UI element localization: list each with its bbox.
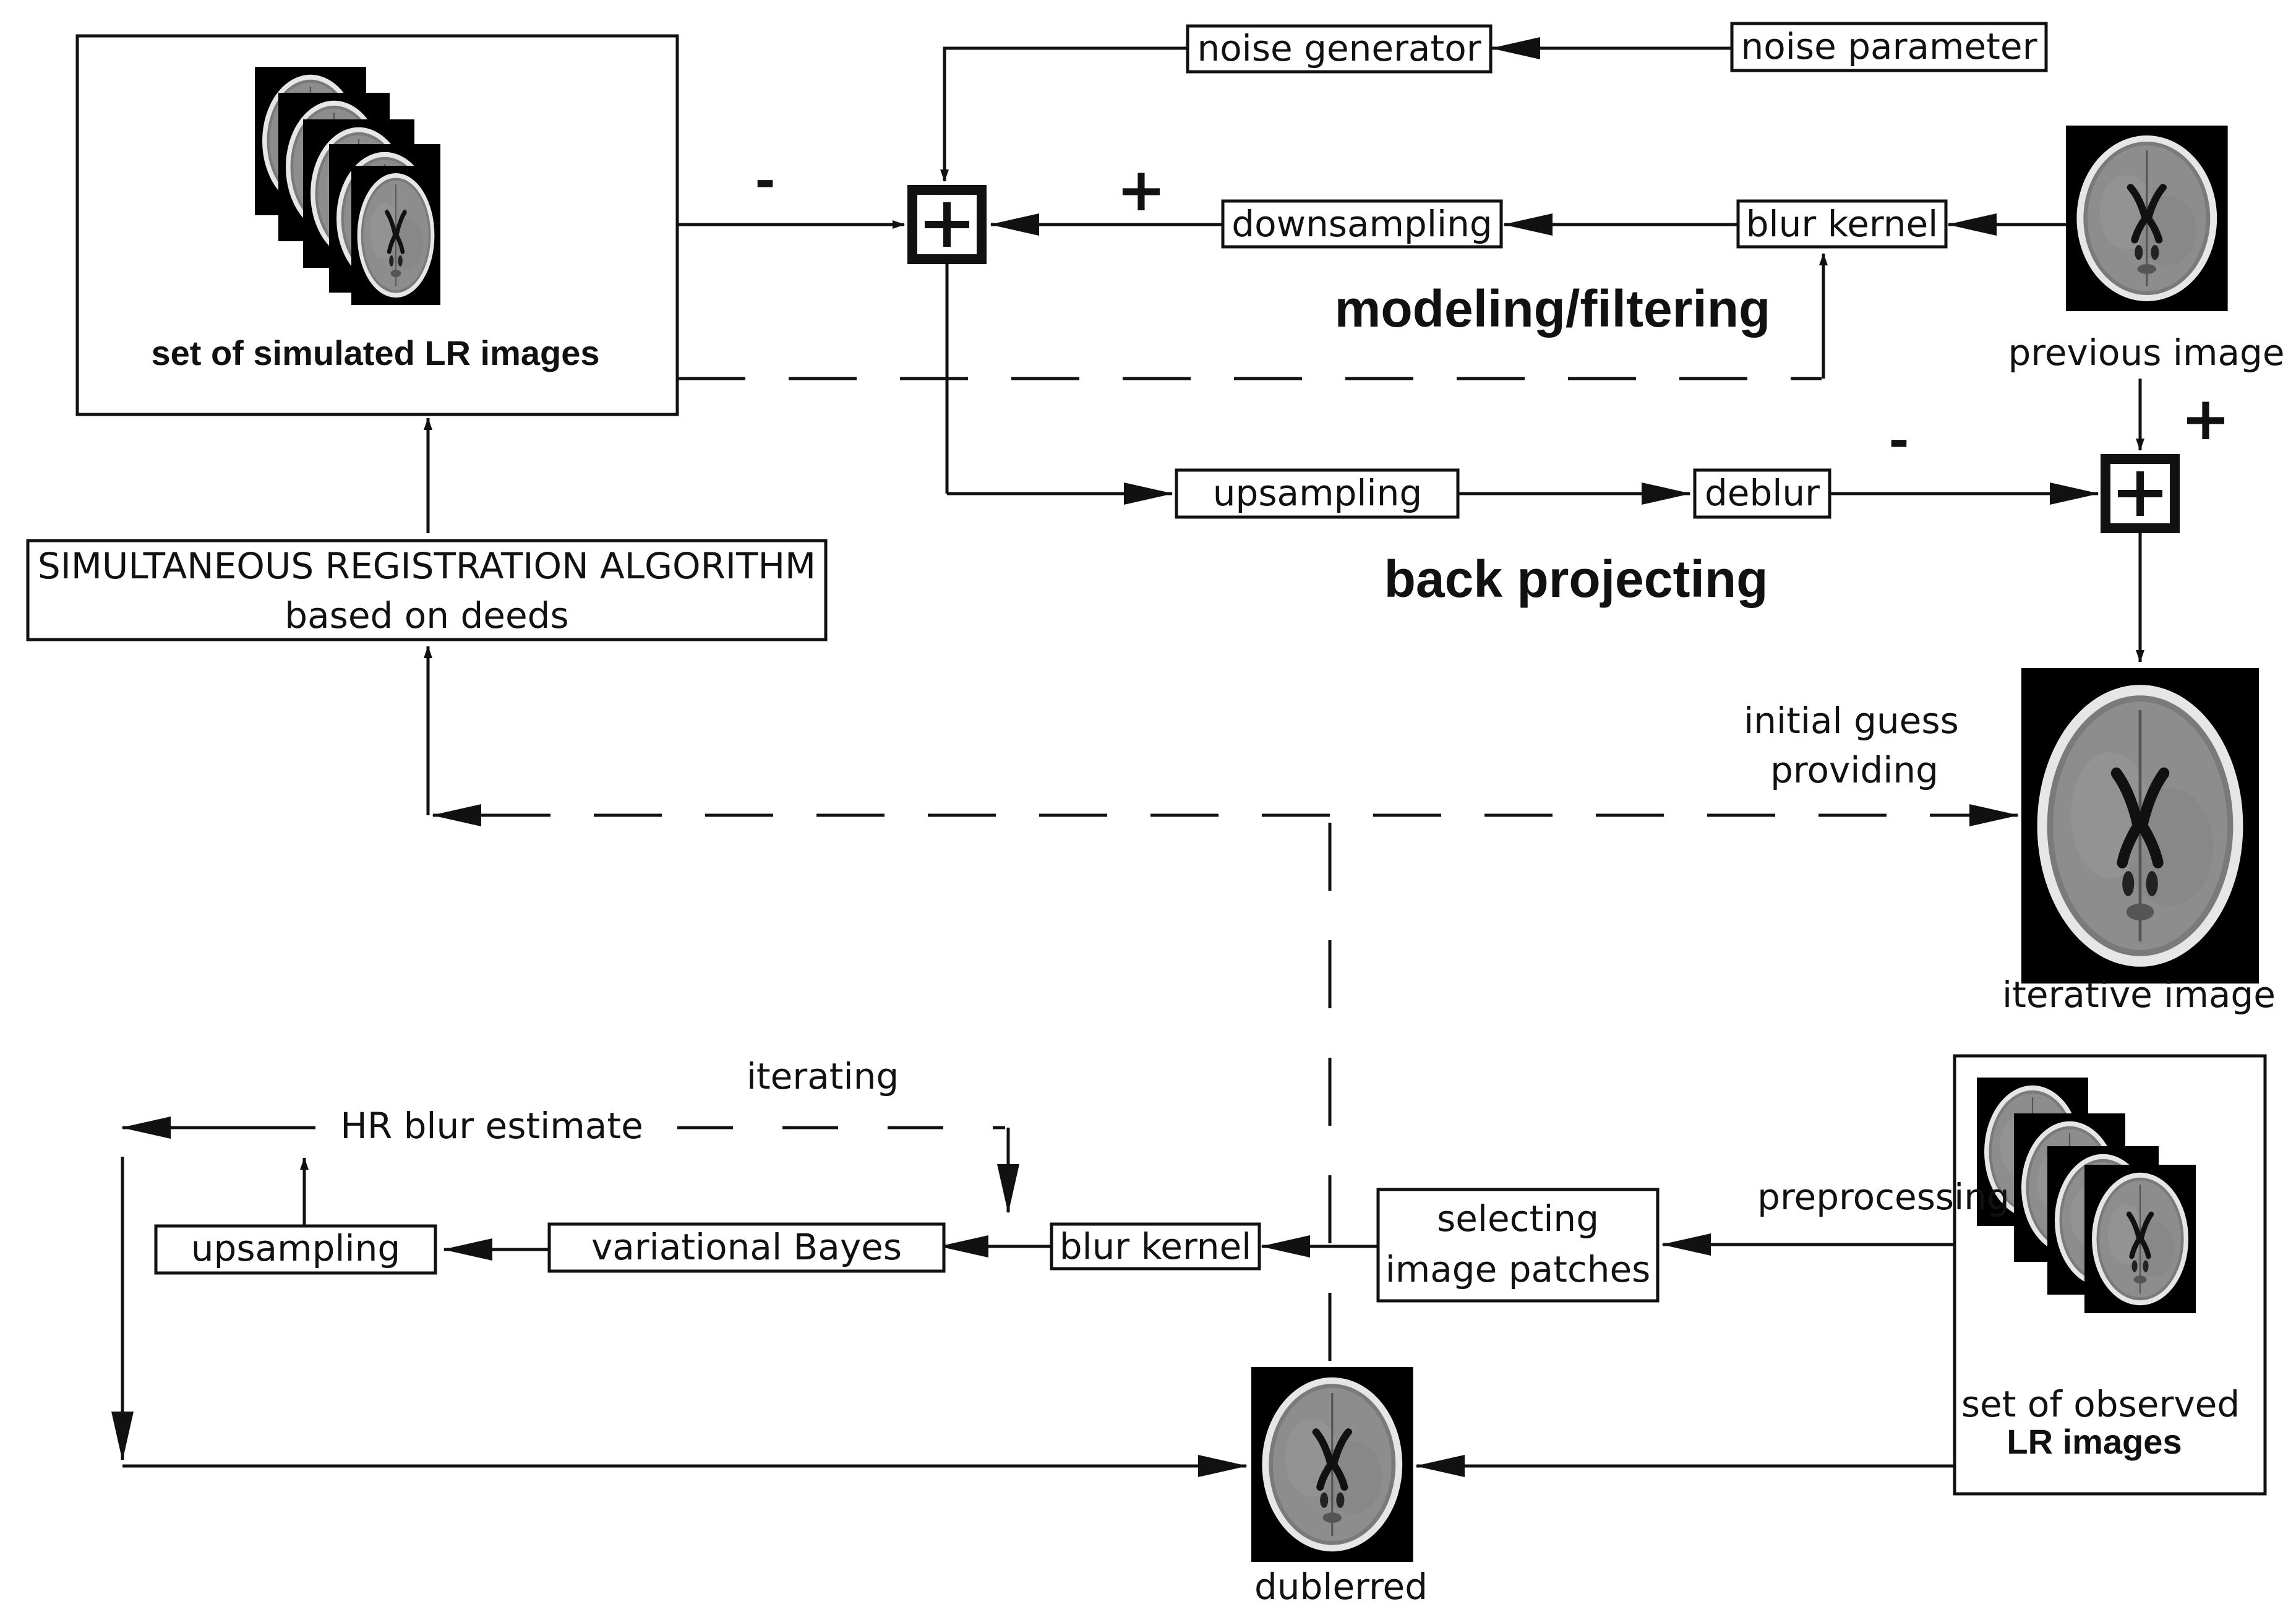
selecting-patches-line1: selecting [1437,1198,1599,1240]
plus-sign-top: + [1116,155,1166,225]
dublerred-label: dublerred [1254,1566,1428,1608]
simulated-lr-caption: set of simulated LR images [151,333,599,372]
dublerred-image [1251,1367,1413,1562]
upsampling-bottom-box [154,1224,437,1275]
minus-sign-right: - [1888,412,1909,469]
deblur-label: deblur [1705,472,1820,514]
previous-image-label: previous image [2008,332,2284,374]
deblur-box [1693,468,1831,519]
line-noise-to-sum [943,46,1188,161]
downsampling-box [1221,199,1503,249]
back-projecting-title: back projecting [1384,550,1768,608]
registration-subtitle: based on deeds [285,594,568,636]
blur-kernel-top-label: blur kernel [1746,203,1938,245]
registration-box [26,539,828,641]
variational-bayes-label: variational Bayes [591,1226,902,1268]
iterative-image [2021,668,2259,984]
blur-kernel-bottom-box [1050,1222,1261,1271]
preprocessing-label: preprocessing [1757,1176,2010,1218]
initial-guess-line1: initial guess [1744,700,1959,742]
noise-generator-label: noise generator [1197,27,1481,69]
upsampling-top-box [1175,468,1460,519]
minus-sign-left: - [755,152,775,210]
hr-blur-estimate-label: HR blur estimate [340,1105,643,1147]
variational-bayes-box [547,1222,946,1273]
downsampling-label: downsampling [1232,203,1492,245]
upsampling-bottom-label: upsampling [191,1227,400,1269]
blur-kernel-top-box [1736,199,1948,249]
sum-node-right [2101,454,2180,533]
iterative-image-label: iterative image [2002,974,2276,1016]
previous-image [2066,126,2228,311]
observed-lr-line2: LR images [2007,1422,2182,1461]
selecting-patches-line2: image patches [1386,1248,1651,1290]
registration-title: SIMULTANEOUS REGISTRATION ALGORITHM [38,545,816,587]
blur-kernel-bottom-label: blur kernel [1060,1225,1252,1267]
modeling-filtering-title: modeling/filtering [1335,280,1771,338]
upsampling-top-label: upsampling [1213,472,1422,514]
noise-parameter-label: noise parameter [1741,25,2037,67]
selecting-patches-box [1376,1188,1660,1303]
initial-guess-line2: providing [1770,749,1938,791]
observed-lr-line1: set of observed [1961,1383,2240,1425]
sum-node-top [907,185,987,264]
plus-sign-right: + [2181,384,2230,453]
iterating-label: iterating [747,1055,899,1097]
